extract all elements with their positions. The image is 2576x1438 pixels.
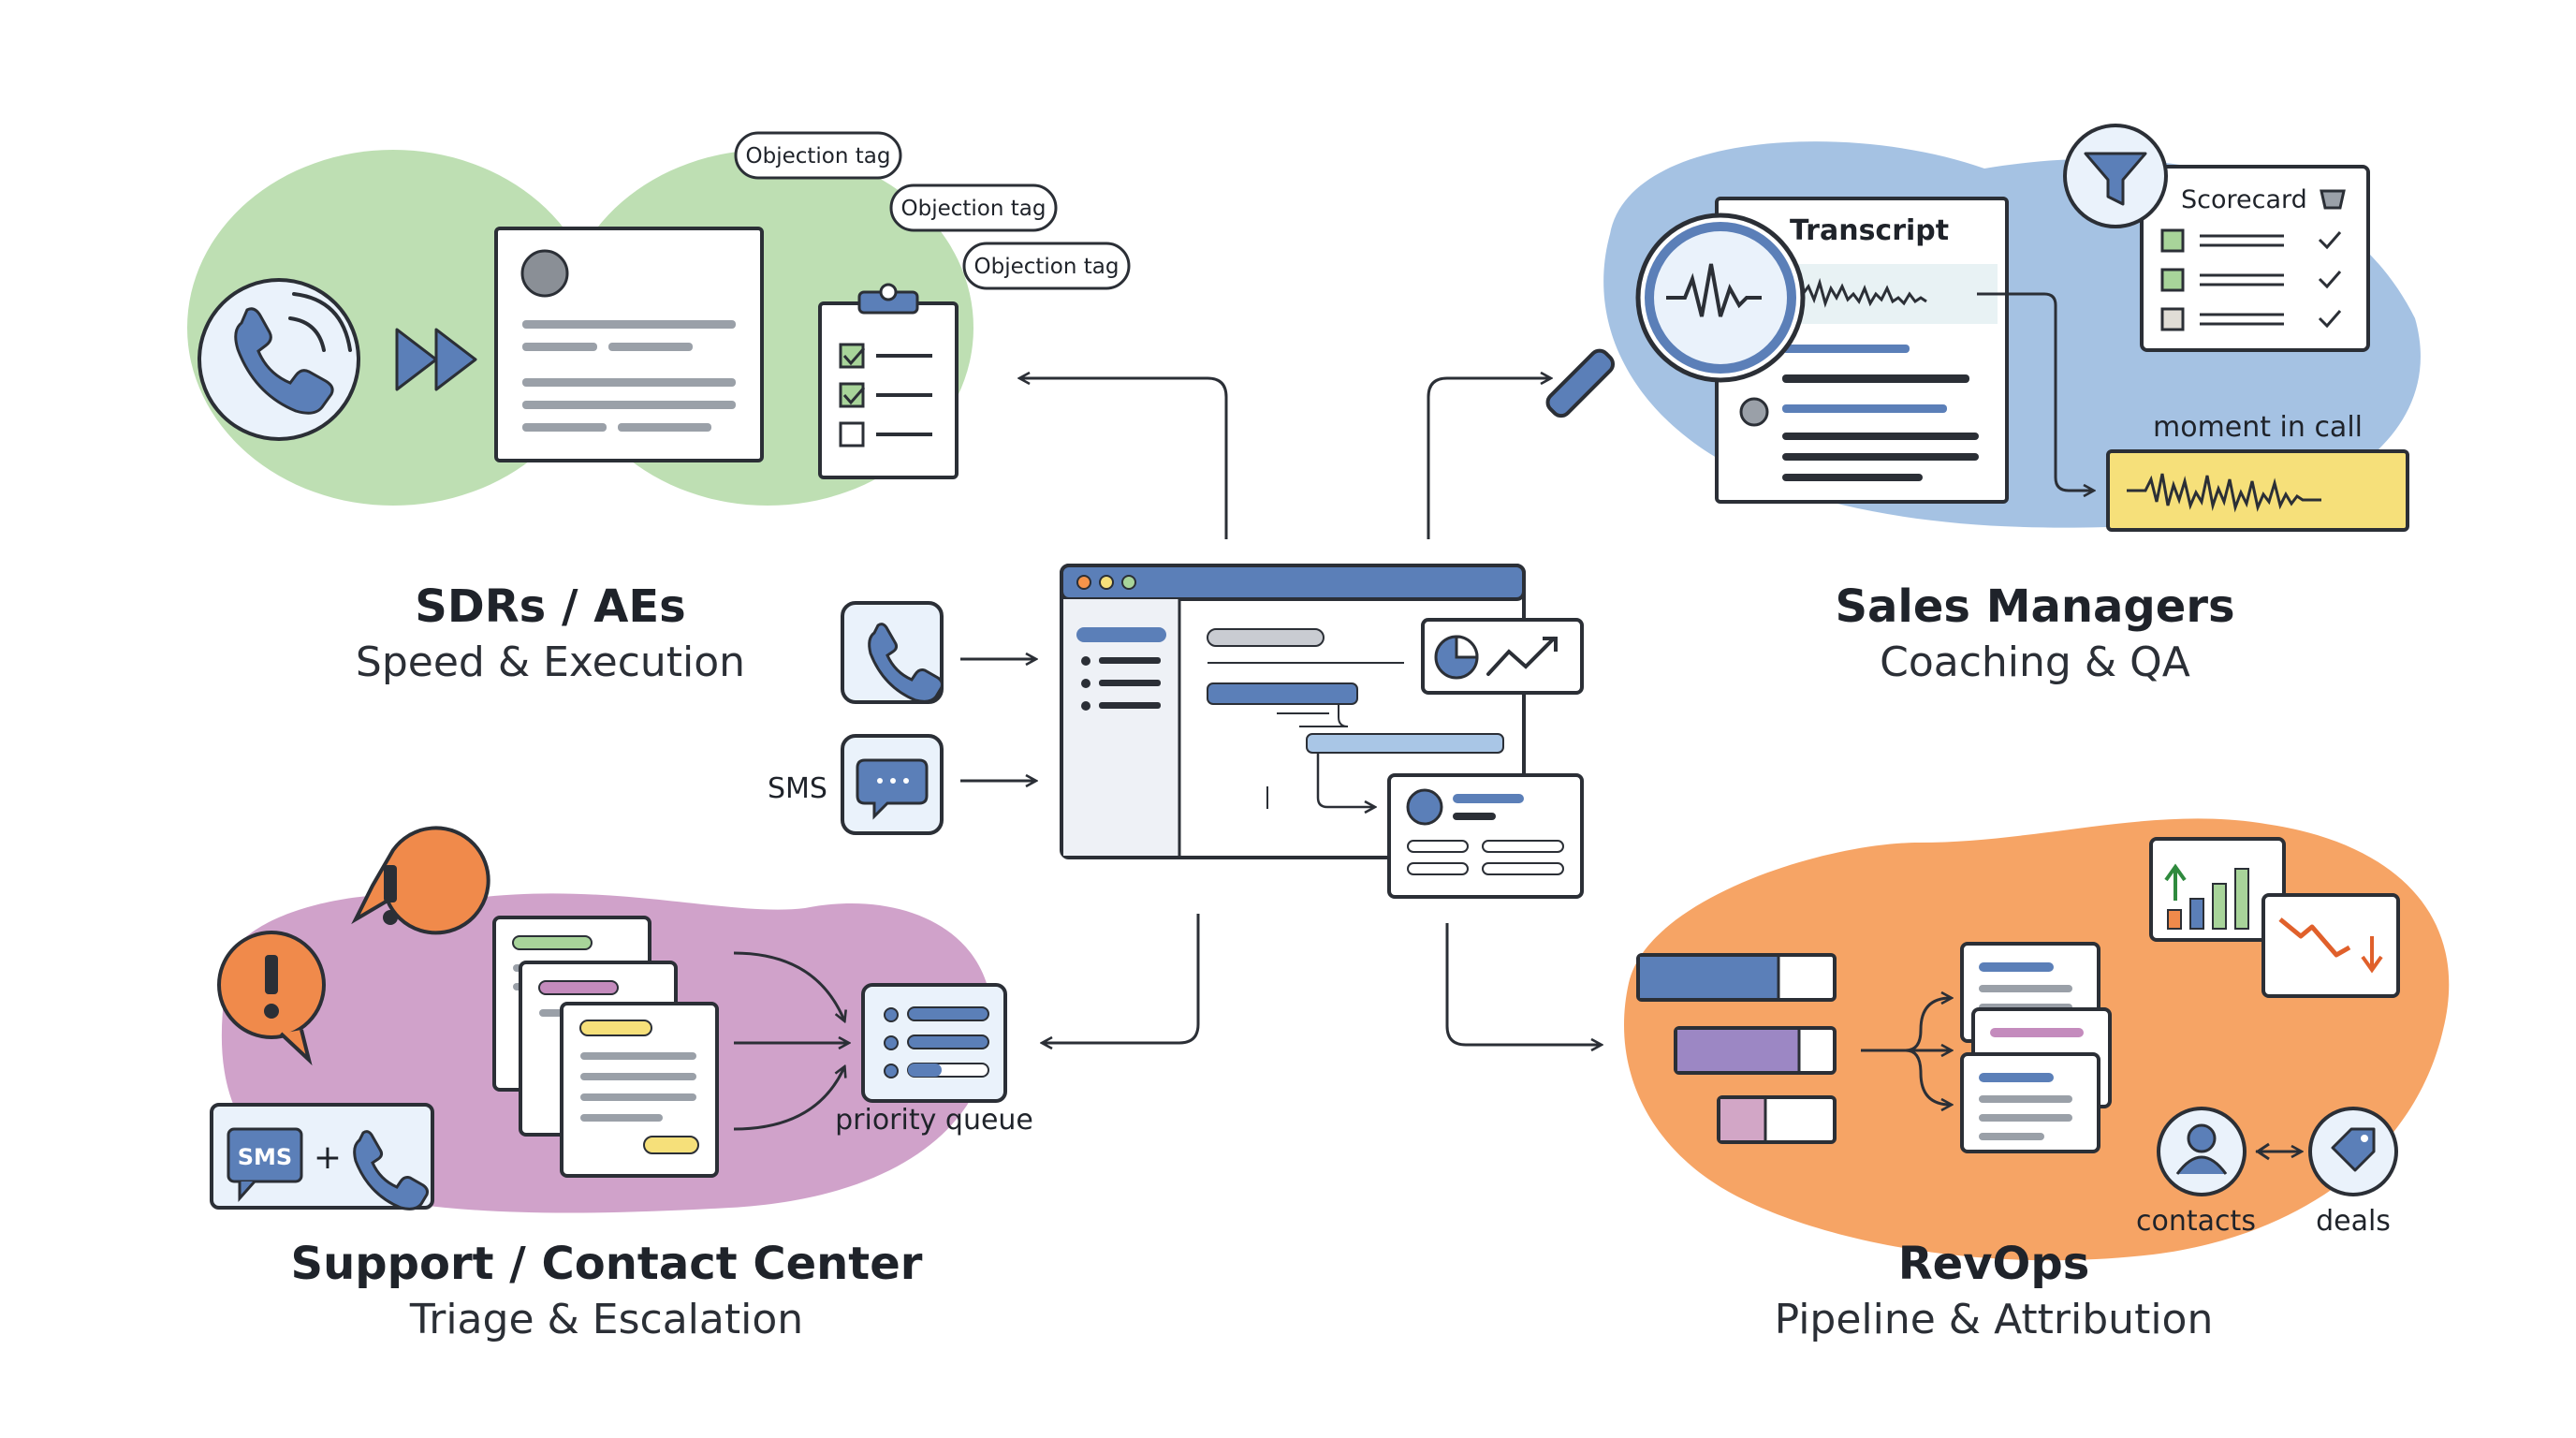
deal-cards [1960, 942, 2112, 1153]
support-panel: SMS + [210, 826, 1033, 1343]
trend-up-icon [2149, 837, 2286, 942]
objection-tag-1: Objection tag [746, 144, 891, 169]
hub-sms-label: SMS [768, 772, 827, 805]
ticket-stack [492, 916, 719, 1178]
transcript-to-moment-connector [2003, 292, 2093, 491]
scorecard-label: Scorecard [2181, 185, 2307, 214]
magnifier-icon [1545, 213, 1806, 418]
priority-queue-icon [861, 983, 1007, 1103]
revops-subtitle: Pipeline & Attribution [1775, 1296, 2214, 1343]
managers-subtitle: Coaching & QA [1880, 638, 2190, 686]
alert-icon-2 [217, 931, 326, 1066]
bars-to-cards-arrows [1861, 998, 1951, 1105]
hub-internal-connector [1316, 753, 1374, 807]
hub-to-managers-arrow [1427, 378, 1550, 539]
sdr-panel: Objection tag Objection tag Objection ta… [198, 131, 1131, 686]
sms-badge-text: SMS [238, 1144, 292, 1170]
filter-icon [2063, 124, 2168, 228]
support-subtitle: Triage & Escalation [409, 1296, 803, 1343]
hub-connectors [1020, 378, 1601, 1045]
user-icon [2157, 1107, 2247, 1196]
sms-call-badge: SMS + [210, 1103, 434, 1211]
hub-to-sdr-arrow [1020, 378, 1228, 539]
fast-forward-icon [395, 328, 477, 391]
clipboard-icon [818, 283, 959, 479]
sdr-title: SDRs / AEs [415, 580, 685, 633]
objection-tags: Objection tag Objection tag Objection ta… [734, 131, 1131, 290]
revops-title: RevOps [1898, 1238, 2090, 1290]
hub-to-revops-arrow [1445, 923, 1601, 1045]
plus-sign: + [314, 1138, 342, 1177]
revops-panel: contacts deals RevOps Pipeline & Attribu… [1636, 837, 2400, 1343]
moment-label: moment in call [2153, 411, 2363, 444]
sdr-subtitle: Speed & Execution [356, 638, 745, 686]
support-title: Support / Contact Center [291, 1238, 923, 1290]
phone-icon [198, 278, 360, 441]
contact-card [494, 227, 764, 462]
objection-tag-3: Objection tag [974, 255, 1120, 279]
managers-panel: Transcript Scorecard [1545, 124, 2409, 686]
hub-to-support-arrow [1043, 914, 1200, 1043]
ticket-to-queue-arrows [733, 951, 848, 1131]
deals-label: deals [2316, 1205, 2391, 1238]
objection-tag-2: Objection tag [901, 197, 1046, 221]
attribution-bars [1636, 953, 1837, 1144]
link-arrows [2255, 1142, 2301, 1161]
moment-waveform [2106, 449, 2409, 532]
priority-queue-label: priority queue [835, 1104, 1033, 1137]
pie-chart-icon [1421, 618, 1584, 695]
alert-icon [351, 826, 490, 935]
managers-title: Sales Managers [1835, 580, 2234, 633]
central-hub: SMS [768, 564, 1584, 899]
chat-icon [841, 734, 944, 835]
hub-phone-icon [841, 601, 944, 704]
scorecard: Scorecard [2140, 165, 2370, 352]
contacts-label: contacts [2136, 1205, 2256, 1238]
transcript-waveform [1801, 277, 1927, 308]
tag-icon [2308, 1107, 2398, 1196]
profile-card [1387, 773, 1584, 899]
transcript-label: Transcript [1790, 214, 1949, 247]
trend-down-icon [2261, 893, 2400, 998]
